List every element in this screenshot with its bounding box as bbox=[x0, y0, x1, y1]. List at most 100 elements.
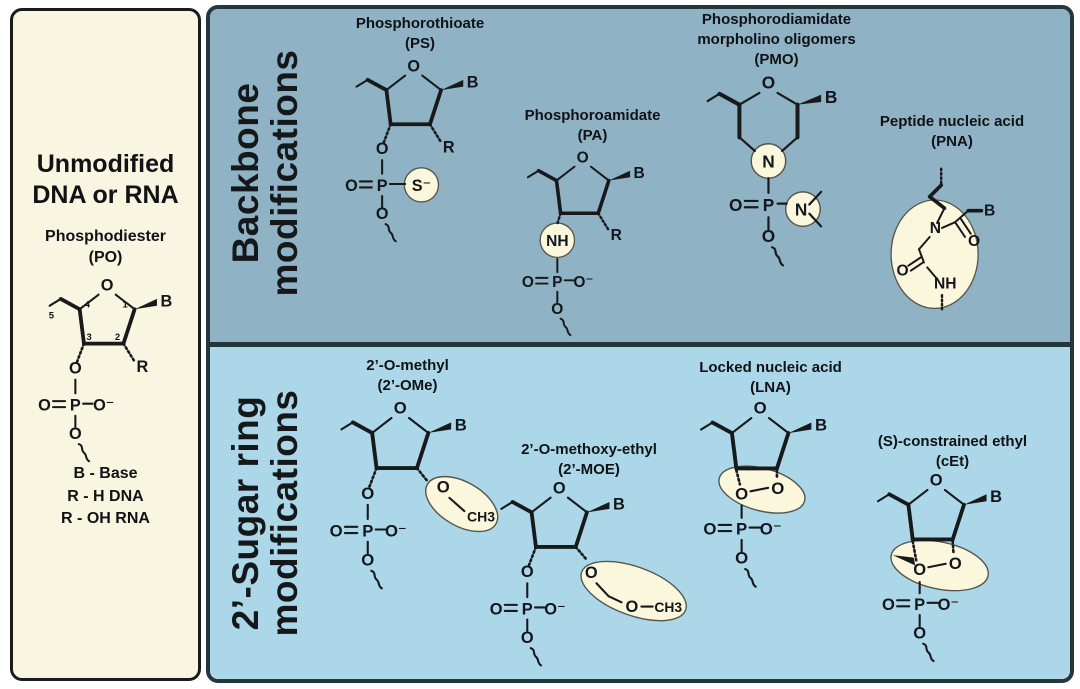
ring-number: 1 bbox=[123, 300, 128, 311]
pmo-structure: O B N P O N O bbox=[706, 72, 837, 267]
atom-label: NH bbox=[546, 233, 568, 250]
atom-label: P bbox=[522, 600, 533, 618]
atom-label: O bbox=[69, 360, 82, 378]
ps-title: Phosphorothioate (PS) bbox=[330, 14, 510, 54]
atom-label: B bbox=[455, 415, 467, 434]
atom-label: B bbox=[825, 87, 837, 107]
pna-abbr: (PNA) bbox=[931, 132, 973, 150]
atom-label: O bbox=[394, 399, 407, 418]
atom-label: CH3 bbox=[654, 599, 682, 615]
atom-label: S⁻ bbox=[412, 177, 431, 195]
atom-label: N bbox=[795, 199, 807, 219]
atom-label: O bbox=[361, 484, 374, 503]
atom-label: O bbox=[585, 564, 598, 582]
atom-label: O bbox=[626, 598, 639, 616]
bond-lines bbox=[907, 167, 984, 311]
atom-label: NH bbox=[934, 276, 957, 293]
ring-number: 3 bbox=[86, 332, 91, 343]
atom-label: O bbox=[522, 274, 534, 291]
atom-label: O⁻ bbox=[93, 397, 114, 415]
ome-structure: O B O P O O⁻ O O CH3 bbox=[330, 399, 499, 590]
atom-label: O bbox=[949, 555, 962, 573]
legend: B - Base R - H DNA R - OH RNA bbox=[13, 463, 198, 531]
highlight-circle bbox=[784, 191, 821, 228]
highlight-ellipse bbox=[580, 560, 688, 622]
ome-abbr: (2’-OMe) bbox=[377, 376, 438, 394]
atom-label: O⁻ bbox=[385, 522, 407, 541]
atom-label: O⁻ bbox=[760, 520, 782, 539]
atom-label: P bbox=[552, 274, 562, 291]
atom-label: CH3 bbox=[467, 509, 495, 525]
pa-structure: O B R NH P O O⁻ O bbox=[522, 150, 645, 337]
atom-label: O bbox=[882, 596, 895, 614]
atom-label: O bbox=[490, 600, 503, 618]
cet-name: (S)-constrained ethyl bbox=[877, 433, 1028, 450]
pna-structure: N O B O NH bbox=[890, 167, 995, 311]
pa-title: Phosphoroamidate (PA) bbox=[500, 106, 685, 146]
atom-label: R bbox=[136, 358, 148, 376]
atom-label: O bbox=[38, 397, 51, 415]
lna-abbr: (LNA) bbox=[750, 378, 791, 396]
unmodified-title-line1: Unmodified bbox=[36, 150, 175, 178]
atom-label: O bbox=[551, 301, 563, 318]
bond-lines bbox=[526, 165, 631, 337]
atom-label: P bbox=[736, 520, 747, 539]
cet-abbr: (cEt) bbox=[935, 452, 970, 470]
atom-label: O bbox=[437, 478, 450, 497]
atom-label: O bbox=[553, 479, 566, 497]
atom-label: R bbox=[443, 138, 455, 156]
cet-structure: O B O O P O O⁻ O bbox=[876, 472, 1002, 663]
unmodified-panel: Unmodified DNA or RNA Phosphodiester (PO… bbox=[10, 8, 201, 681]
cet-title: (S)-constrained ethyl (cEt) bbox=[850, 432, 1055, 472]
moe-name: 2’-O-methoxy-ethyl bbox=[521, 441, 657, 458]
atom-label: O bbox=[703, 520, 716, 539]
atom-label: O bbox=[735, 549, 748, 568]
pmo-name-line2: morpholino oligomers bbox=[697, 30, 856, 48]
atom-label: O bbox=[376, 140, 389, 158]
atom-label: O bbox=[577, 150, 589, 167]
atom-label: O bbox=[376, 205, 389, 223]
bond-lines bbox=[340, 416, 466, 590]
ps-abbr: (PS) bbox=[405, 34, 435, 52]
phosphodiester-structure: O B R O P O O⁻ O 4 1 3 2 5 bbox=[38, 276, 173, 463]
phosphodiester-name: Phosphodiester bbox=[45, 228, 166, 245]
atom-label: P bbox=[362, 522, 373, 541]
ome-name: 2’-O-methyl bbox=[366, 357, 449, 374]
atom-label: N bbox=[930, 220, 941, 237]
pmo-abbr: (PMO) bbox=[754, 50, 799, 68]
unmodified-title: Unmodified DNA or RNA bbox=[13, 149, 198, 210]
atom-label: O bbox=[521, 563, 534, 581]
atom-label: B bbox=[161, 293, 173, 311]
atom-label: O bbox=[913, 561, 926, 579]
lna-title: Locked nucleic acid (LNA) bbox=[668, 358, 873, 398]
sugar-header: 2’-Sugar ring modifications bbox=[225, 343, 310, 683]
atom-label: P bbox=[70, 397, 81, 415]
backbone-header: Backbone modifications bbox=[225, 3, 310, 343]
atom-label: O bbox=[913, 624, 926, 642]
sugar-ring-panel bbox=[210, 347, 1070, 679]
atom-label: B bbox=[984, 203, 995, 220]
atom-label: O⁻ bbox=[573, 274, 593, 291]
atom-label: B bbox=[467, 74, 479, 92]
legend-base: B - Base bbox=[73, 465, 138, 482]
pmo-title: Phosphorodiamidate morpholino oligomers … bbox=[664, 10, 889, 69]
bond-lines bbox=[500, 496, 654, 667]
moe-abbr: (2’-MOE) bbox=[558, 460, 620, 478]
atom-label: O bbox=[735, 484, 748, 503]
atom-label: O bbox=[345, 177, 358, 195]
backbone-header-line2: modifications bbox=[264, 49, 306, 297]
atom-label: O bbox=[762, 72, 775, 92]
ring-number: 5 bbox=[49, 311, 54, 322]
pa-abbr: (PA) bbox=[577, 126, 608, 144]
atom-label: N bbox=[762, 151, 774, 171]
atom-label: O bbox=[521, 629, 534, 647]
pna-name: Peptide nucleic acid bbox=[879, 113, 1025, 130]
highlight-ellipse bbox=[425, 475, 499, 533]
lna-structure: O B O O P O O⁻ O bbox=[699, 399, 827, 588]
bond-lines bbox=[48, 293, 157, 463]
pmo-name-line1: Phosphorodiamidate bbox=[701, 11, 852, 28]
atom-label: O bbox=[330, 522, 343, 541]
ps-structure: O B R O P O S⁻ O bbox=[345, 57, 479, 243]
atom-label: P bbox=[763, 195, 775, 215]
